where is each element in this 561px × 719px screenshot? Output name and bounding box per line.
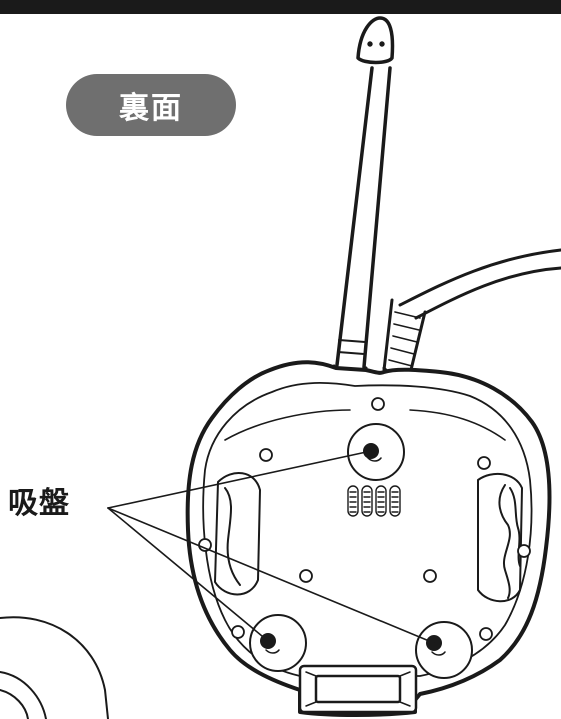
screw-holes [198, 397, 531, 641]
speaker-grille-icon [347, 485, 401, 517]
adjacent-device-outline [0, 616, 109, 719]
suction-cup-icon [249, 614, 307, 672]
suction-cup-icon [347, 423, 405, 481]
battery-cover-icon [298, 664, 418, 714]
side-grip-left [214, 472, 261, 596]
device-body-inner-rim [202, 382, 533, 677]
suction-cup-callout-label: 吸盤 [8, 486, 70, 521]
callout-leader-lines [107, 450, 435, 644]
side-grip-right [477, 472, 523, 603]
device-body-outline [185, 360, 552, 717]
top-frame-bar [0, 0, 561, 14]
suction-cup-icon [415, 621, 473, 679]
view-label-badge: 裏面 [66, 74, 236, 136]
antenna-icon [332, 16, 395, 376]
cable-icon [382, 248, 561, 378]
